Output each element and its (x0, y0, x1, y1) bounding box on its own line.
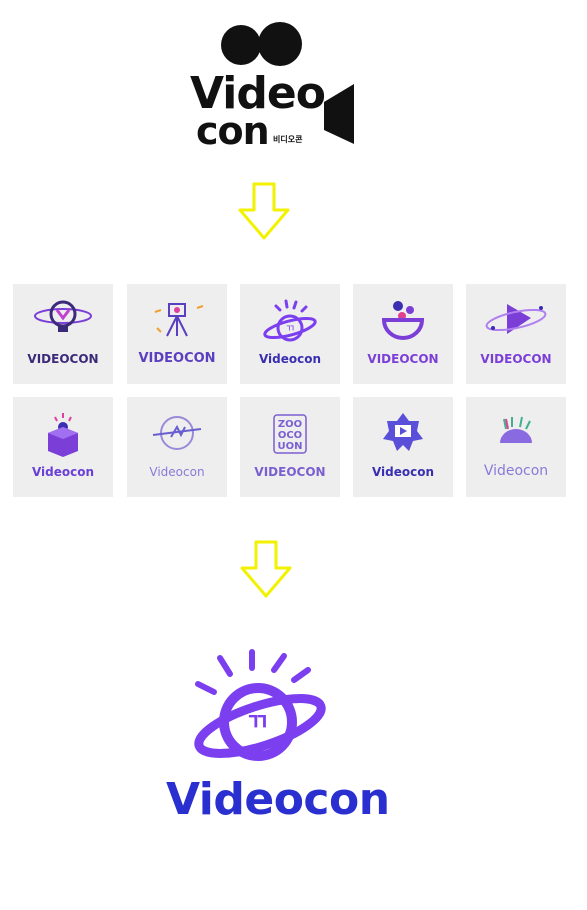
camera-lens-icon (324, 84, 354, 144)
concept-label: VIDEOCON (367, 352, 439, 366)
badge-play-icon (383, 413, 423, 451)
concept-tile: ㄲ Videocon (240, 284, 340, 384)
dome-rays-icon (500, 416, 532, 443)
svg-text:UON: UON (278, 441, 303, 452)
bowl-icon (381, 301, 425, 340)
concept-label: Videocon (483, 463, 549, 479)
svg-text:OCO: OCO (278, 430, 302, 441)
concept-label: Videocon (31, 465, 95, 479)
concept-label: VIDEOCON (138, 351, 216, 366)
concept-tile: VIDEOCON (127, 284, 227, 384)
play-orbit-icon (485, 304, 547, 334)
down-arrow-icon (238, 182, 290, 240)
planet-rays-icon: ㄲ (263, 299, 317, 342)
concept-label: Videocon (371, 465, 435, 479)
concept-label: Videocon (149, 465, 205, 479)
original-logo-word-bottom: con (196, 109, 270, 153)
final-logo-word: Videocon (166, 774, 390, 825)
original-logo-word-top: Video (190, 68, 326, 119)
concept-label: VIDEOCON (254, 465, 326, 479)
concept-tile: VIDEOCON (466, 284, 566, 384)
svg-text:ZOO: ZOO (278, 419, 302, 430)
film-reel-icon (221, 25, 261, 65)
concept-label: Videocon (258, 352, 322, 366)
concept-tile: ZOO OCO UON VIDEOCON (240, 397, 340, 497)
concept-tile: Videocon (353, 397, 453, 497)
svg-text:ㄲ: ㄲ (246, 708, 268, 736)
svg-text:ㄲ: ㄲ (285, 324, 294, 335)
concept-label: VIDEOCON (27, 352, 99, 366)
original-logo: Video con 비디오콘 (188, 20, 358, 150)
concept-tile: Videocon (127, 397, 227, 497)
lightbulb-planet-icon (34, 300, 92, 332)
concept-tile: VIDEOCON (13, 284, 113, 384)
original-logo-korean: 비디오콘 (273, 135, 303, 144)
circle-slash-icon (152, 416, 202, 450)
film-reel-icon (258, 22, 302, 66)
cube-bulb-icon (48, 413, 78, 457)
down-arrow-icon (240, 540, 292, 598)
concept-label: VIDEOCON (480, 352, 552, 366)
planet-rays-icon: ㄲ (194, 649, 326, 761)
camera-tripod-icon (154, 303, 204, 337)
concept-tile: Videocon (466, 397, 566, 497)
concept-tile: Videocon (13, 397, 113, 497)
letter-grid-icon: ZOO OCO UON (273, 414, 307, 454)
concept-tile: VIDEOCON (353, 284, 453, 384)
